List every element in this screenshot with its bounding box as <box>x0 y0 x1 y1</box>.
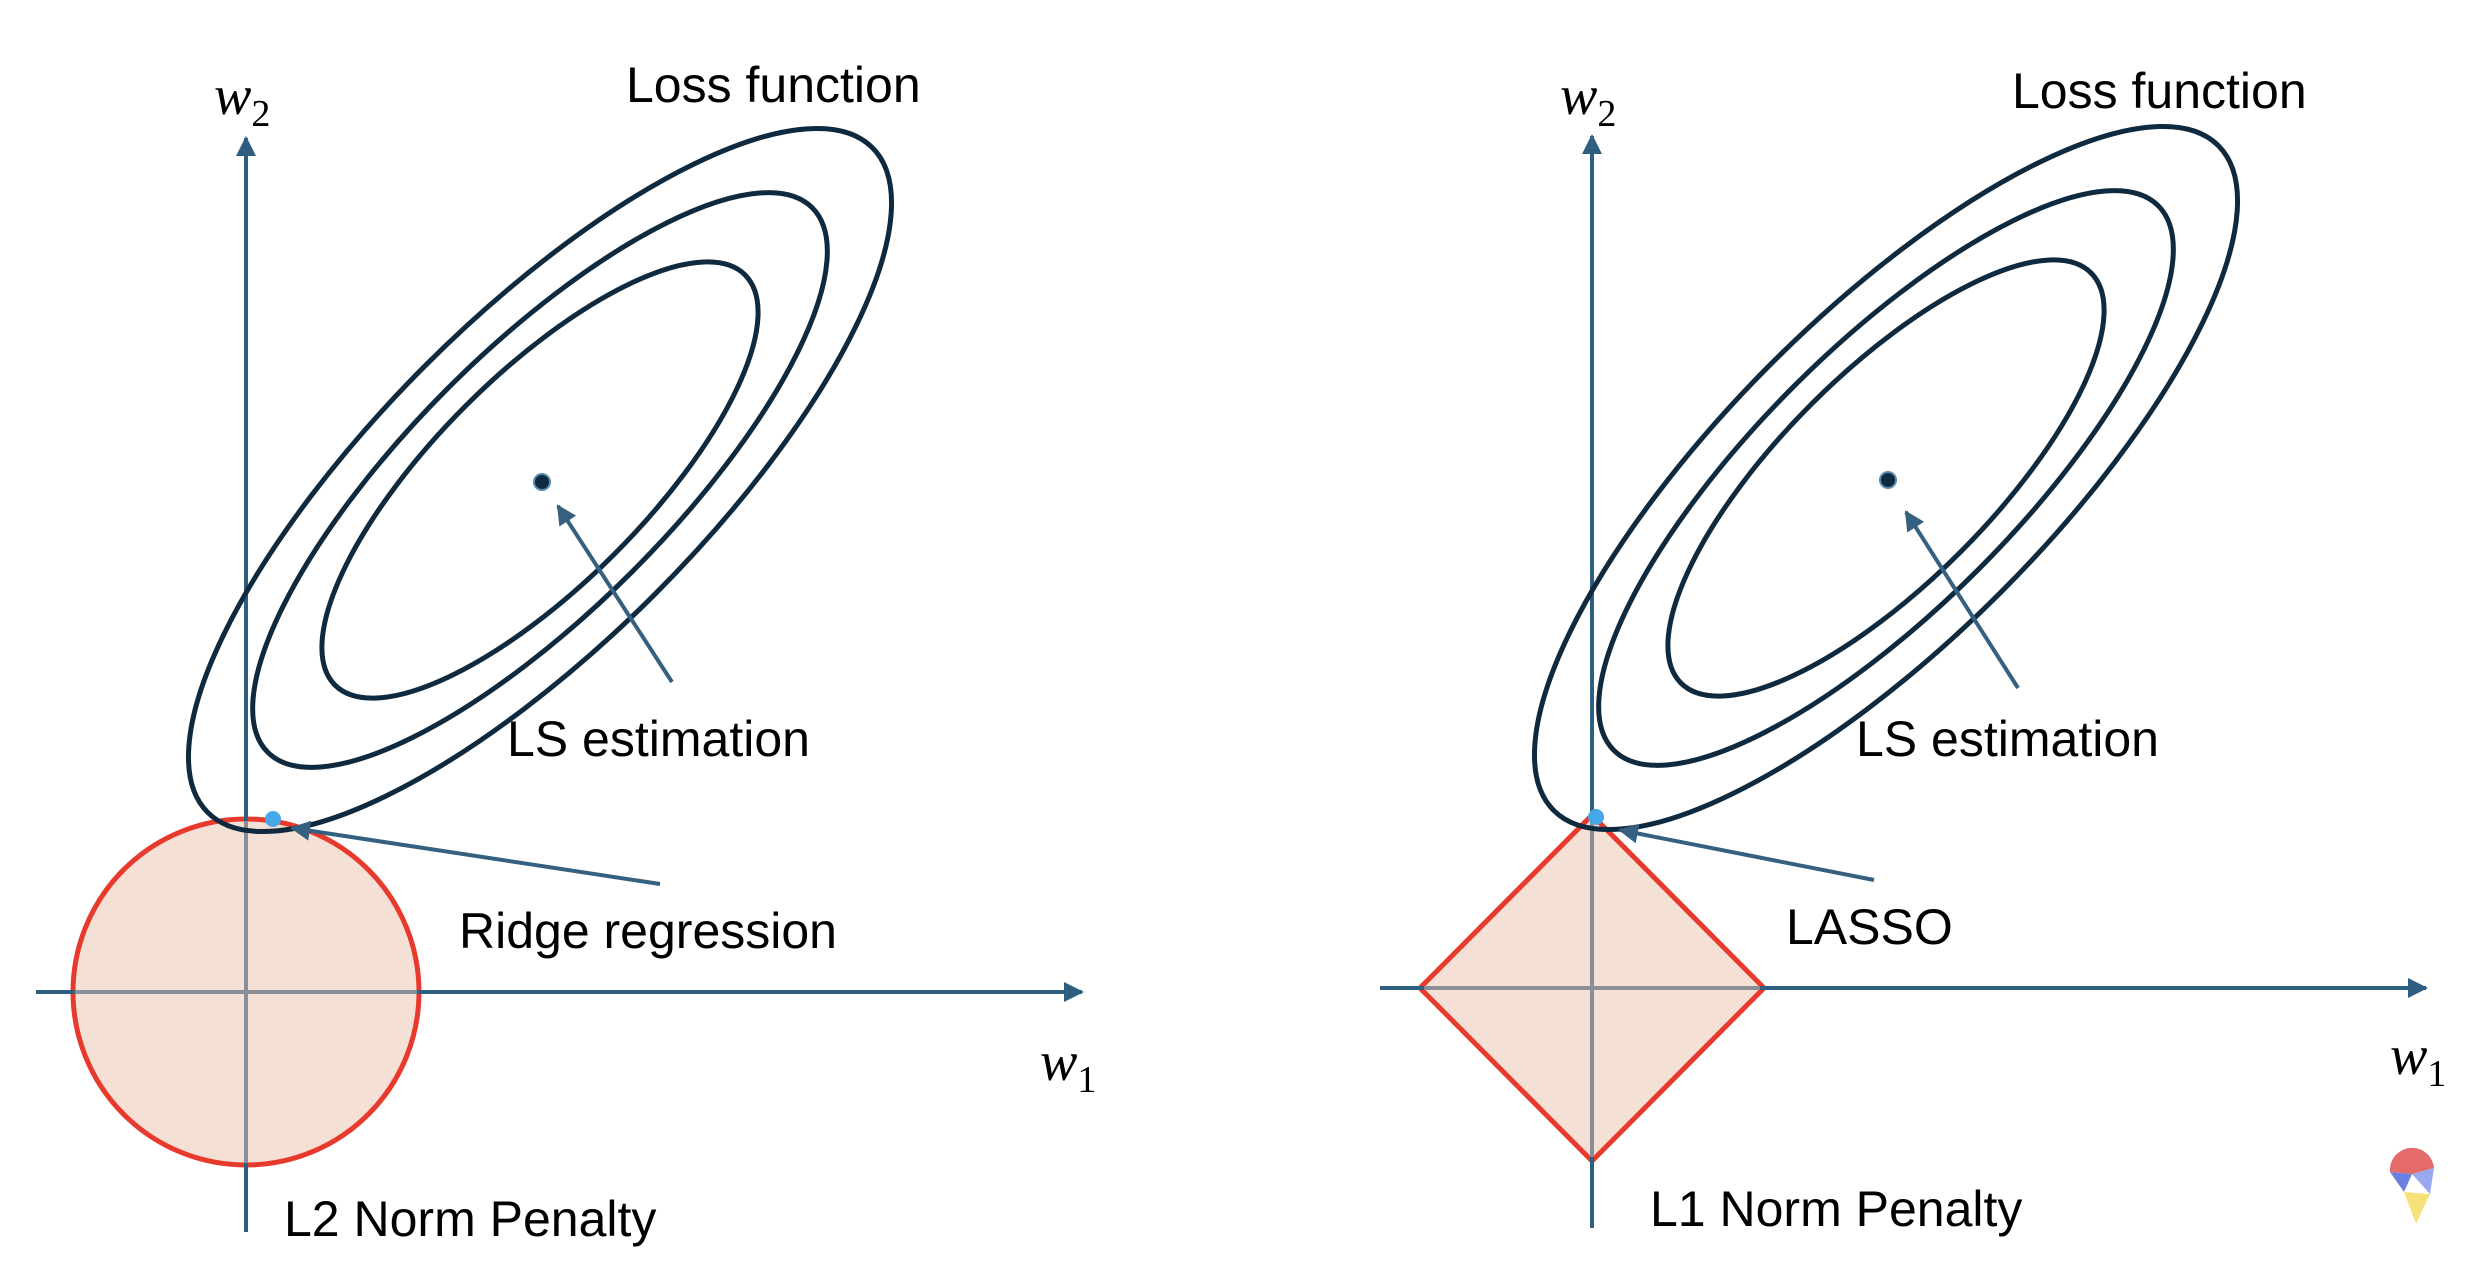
left-contour-middle <box>250 190 830 770</box>
right-ls-point <box>1879 471 1897 489</box>
left-y-axis-label: w2 <box>214 65 270 135</box>
right-contour-outer <box>1531 123 2241 833</box>
left-contour-inner <box>319 259 761 701</box>
right-y-axis-label: w2 <box>1560 65 1616 135</box>
left-ls-point <box>533 473 551 491</box>
left-ridge-arrow <box>290 820 661 886</box>
right-contour-middle <box>1596 188 2176 768</box>
left-loss-function-label: Loss function <box>626 57 921 113</box>
right-tangent-point <box>1588 809 1604 825</box>
right-lasso-arrow <box>1618 823 1875 882</box>
left-panel: Loss function LS estimation Ridge regres… <box>36 57 1096 1247</box>
left-ridge-regression-label: Ridge regression <box>459 903 837 959</box>
left-loss-contours <box>185 125 895 835</box>
left-x-axis-label: w1 <box>1040 1031 1096 1101</box>
right-panel: Loss function LS estimation LASSO L1 Nor… <box>1380 63 2446 1237</box>
left-tangent-point <box>265 811 281 827</box>
right-l1-norm-label: L1 Norm Penalty <box>1650 1181 2022 1237</box>
right-lasso-label: LASSO <box>1786 899 1953 955</box>
right-contour-inner <box>1665 257 2107 699</box>
right-loss-contours <box>1531 123 2241 833</box>
ice-cream-logo-icon <box>2389 1147 2434 1224</box>
right-loss-function-label: Loss function <box>2012 63 2307 119</box>
left-contour-outer <box>185 125 895 835</box>
left-ls-arrow <box>556 504 674 684</box>
right-x-axis-label: w1 <box>2390 1025 2446 1095</box>
left-ls-estimation-label: LS estimation <box>507 711 810 767</box>
left-l2-norm-label: L2 Norm Penalty <box>284 1191 656 1247</box>
right-ls-estimation-label: LS estimation <box>1856 711 2159 767</box>
right-ls-arrow <box>1904 510 2020 690</box>
